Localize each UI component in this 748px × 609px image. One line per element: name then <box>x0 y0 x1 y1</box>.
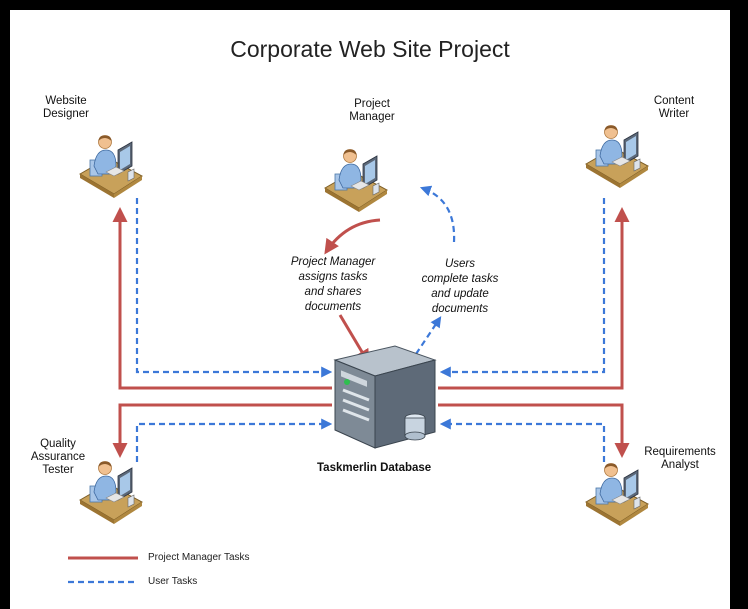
pm-arrow-to-analyst <box>438 403 630 458</box>
label-website-designer: Website Designer <box>42 95 90 120</box>
database-label: Taskmerlin Database <box>317 462 432 474</box>
user-task-arrows <box>135 185 606 462</box>
pm-arrow-to-designer <box>112 207 332 390</box>
user-arrow-from-analyst <box>439 418 606 462</box>
user-arrow-from-database <box>415 316 442 355</box>
pm-arrow-to-writer <box>438 207 630 390</box>
legend-user-tasks: User Tasks <box>148 576 198 587</box>
label-content-writer: Content Writer <box>653 95 695 120</box>
project-manager-icon <box>324 148 388 213</box>
user-arrow-from-writer <box>439 198 606 378</box>
note-users-complete: Users complete tasks and update document… <box>421 258 499 315</box>
user-arrow-from-qa <box>135 418 333 462</box>
requirements-analyst-icon <box>585 462 649 527</box>
note-pm-assigns: Project Manager assigns tasks and shares… <box>290 256 376 313</box>
user-arrow-from-designer <box>135 198 333 378</box>
diagram-graphics <box>68 124 649 584</box>
legend-pm-tasks: Project Manager Tasks <box>148 552 250 563</box>
diagram-canvas: Corporate Web Site Project Website Desig… <box>10 10 730 609</box>
website-designer-icon <box>79 134 143 199</box>
pm-arrow-to-qa <box>112 403 332 458</box>
label-project-manager: Project Manager <box>349 98 395 123</box>
label-requirements-analyst: Requirements Analyst <box>644 446 716 471</box>
pm-task-arrows <box>112 207 630 458</box>
content-writer-icon <box>585 124 649 189</box>
pm-curved-arrow <box>324 218 381 255</box>
label-qa-tester: Quality Assurance Tester <box>30 438 86 476</box>
qa-tester-icon <box>79 460 143 525</box>
database-server-icon <box>333 345 437 449</box>
user-curved-arrow <box>419 185 456 243</box>
diagram-title: Corporate Web Site Project <box>230 36 510 62</box>
